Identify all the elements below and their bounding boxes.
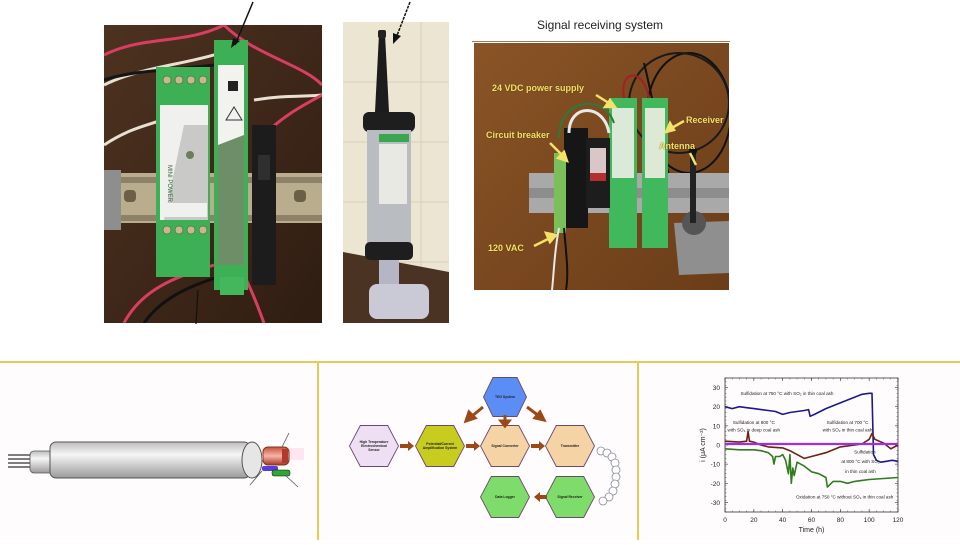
node-transmitter: Transmitter — [546, 426, 594, 466]
chart-x-tick-label: 100 — [864, 517, 875, 524]
callout-circuit-breaker: Circuit breaker — [486, 130, 550, 140]
chart-annotation: Sulfidation at 700 °C — [827, 420, 870, 425]
arrow-converter-to-transmitter — [531, 441, 545, 451]
teg-output-arrows — [463, 405, 547, 429]
chart-annotation: in thin coal ash — [845, 469, 876, 474]
chart-y-tick-label: 0 — [716, 443, 720, 450]
chart-y-tick-label: 10 — [713, 423, 721, 430]
pointer-line-wire — [195, 290, 199, 325]
chart-y-axis-label: i (μA cm⁻²) — [700, 428, 707, 462]
wireless-transmitter-photo — [343, 22, 449, 323]
section-divider-horizontal — [0, 361, 960, 363]
callout-arrows — [533, 93, 698, 248]
chart-x-tick-label: 0 — [723, 517, 727, 524]
panel-divider-1 — [317, 362, 319, 540]
callout-power-supply: 24 VDC power supply — [492, 83, 585, 93]
chart-x-tick-label: 120 — [893, 517, 904, 524]
node-signal-receiver: Signal Receiver — [546, 477, 594, 517]
chart-y-tick-label: -10 — [711, 462, 721, 469]
panel-divider-2 — [637, 362, 639, 540]
title-underline — [472, 41, 730, 42]
power-module-photo: MINI POWER — [104, 25, 322, 323]
chart-x-tick-label: 20 — [750, 517, 758, 524]
chart-x-tick-label: 80 — [837, 517, 845, 524]
chart-series-line-1 — [724, 392, 899, 463]
chart-annotation: Sulfidation at 800 °C — [733, 420, 776, 425]
mini-power-label: MINI POWER — [166, 165, 172, 203]
chart-y-tick-label: -30 — [711, 500, 721, 507]
node-sensor: High Temperature Electrochemical Sensor — [350, 426, 398, 466]
pointer-arrow-antenna — [393, 1, 411, 44]
sensor-cable-panel — [0, 363, 317, 540]
receiver-illustration — [474, 43, 729, 290]
arrow-receiver-to-logger — [534, 492, 547, 502]
node-signal-converter: Signal Converter — [481, 426, 529, 466]
transmitter-illustration — [343, 22, 449, 323]
chart-annotation: with SO₂ in thin coal ash — [823, 428, 873, 433]
chart-annotation: Sulfidation at 750 °C with SO₂ in thin c… — [740, 391, 833, 396]
receiver-photo-title: Signal receiving system — [536, 18, 664, 32]
chart-y-tick-label: -20 — [711, 481, 721, 488]
callout-ac-input: 120 VAC — [488, 243, 524, 253]
pointer-arrow-module — [231, 1, 254, 48]
callout-receiver: Receiver — [686, 115, 724, 125]
system-flow-diagram-panel: High Temperature Electrochemical Sensor … — [319, 363, 637, 540]
node-teg-system: TEG System — [484, 378, 526, 416]
chart-y-tick-label: 20 — [713, 404, 721, 411]
sensor-cable-illustration — [8, 432, 304, 488]
chart-annotation: at 800 °C with SO₂ — [841, 459, 880, 464]
chart-y-tick-label: 30 — [713, 385, 721, 392]
signal-receiving-system-photo: 24 VDC power supply Receiver Circuit bre… — [474, 43, 729, 290]
chart-x-tick-label: 60 — [808, 517, 816, 524]
wireless-link-icon — [596, 446, 621, 506]
chart-x-tick-label: 40 — [779, 517, 787, 524]
chart-annotation: Sulfidation — [854, 450, 876, 455]
power-module-illustration: MINI POWER — [104, 25, 322, 323]
chart-series-line-2 — [724, 430, 899, 460]
chart-series-line-4 — [724, 448, 899, 488]
arrow-amplification-to-converter — [466, 441, 480, 451]
callout-antenna: Antenna — [659, 141, 695, 151]
chart-annotation: with SO₂ in deep coal ash — [728, 428, 781, 433]
chart-annotation: Oxidation at 750 °C without SO₂ in thin … — [796, 495, 894, 500]
chart-x-axis-label: Time (h) — [799, 527, 825, 534]
node-data-logger: Data Logger — [481, 477, 529, 517]
arrow-sensor-to-amplification — [400, 441, 414, 451]
node-amplification: Potential/Current Amplification System — [416, 426, 464, 466]
